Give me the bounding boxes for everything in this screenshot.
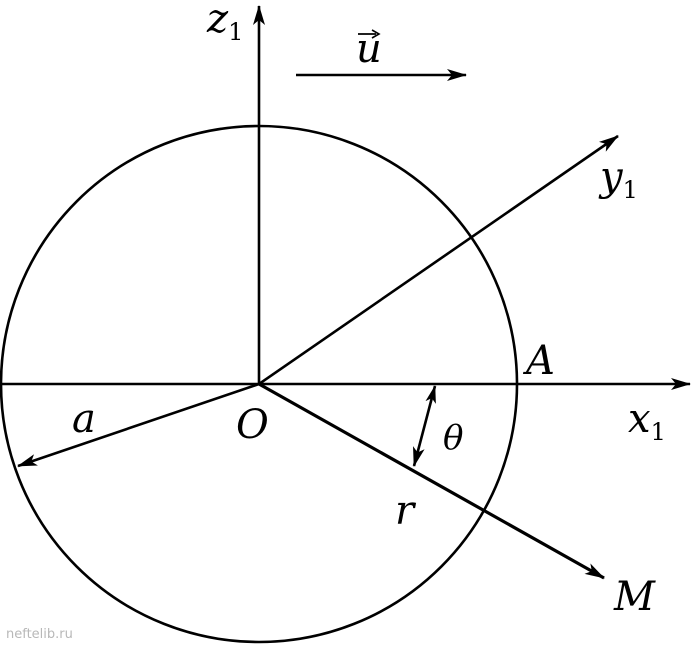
- point-a-label: A: [522, 338, 555, 384]
- theta-double-arrow: [412, 385, 437, 467]
- point-m-label: M: [613, 574, 656, 620]
- x-axis-subscript: 1: [651, 418, 666, 446]
- z-axis-letter: z: [206, 0, 229, 42]
- radius-r-label: r: [395, 488, 417, 534]
- y-axis-letter: y: [598, 154, 624, 200]
- y-axis-label: y1: [598, 154, 638, 204]
- z-axis-label: z1: [206, 0, 243, 46]
- z-axis-subscript: 1: [228, 18, 243, 46]
- om-line: [258, 382, 605, 580]
- x-axis-letter: x: [628, 396, 651, 442]
- watermark: neftelib.ru: [6, 627, 73, 642]
- x-axis-label: x1: [628, 396, 666, 446]
- y-axis-subscript: 1: [623, 176, 638, 204]
- radius-a-label: a: [72, 396, 96, 442]
- angle-theta-label: θ: [443, 418, 463, 458]
- vector-bar-u-tip: [371, 29, 381, 39]
- radius-a-arrow: [17, 382, 260, 468]
- origin-label: O: [236, 402, 269, 448]
- y-axis: [258, 134, 619, 386]
- velocity-label: u: [356, 26, 382, 72]
